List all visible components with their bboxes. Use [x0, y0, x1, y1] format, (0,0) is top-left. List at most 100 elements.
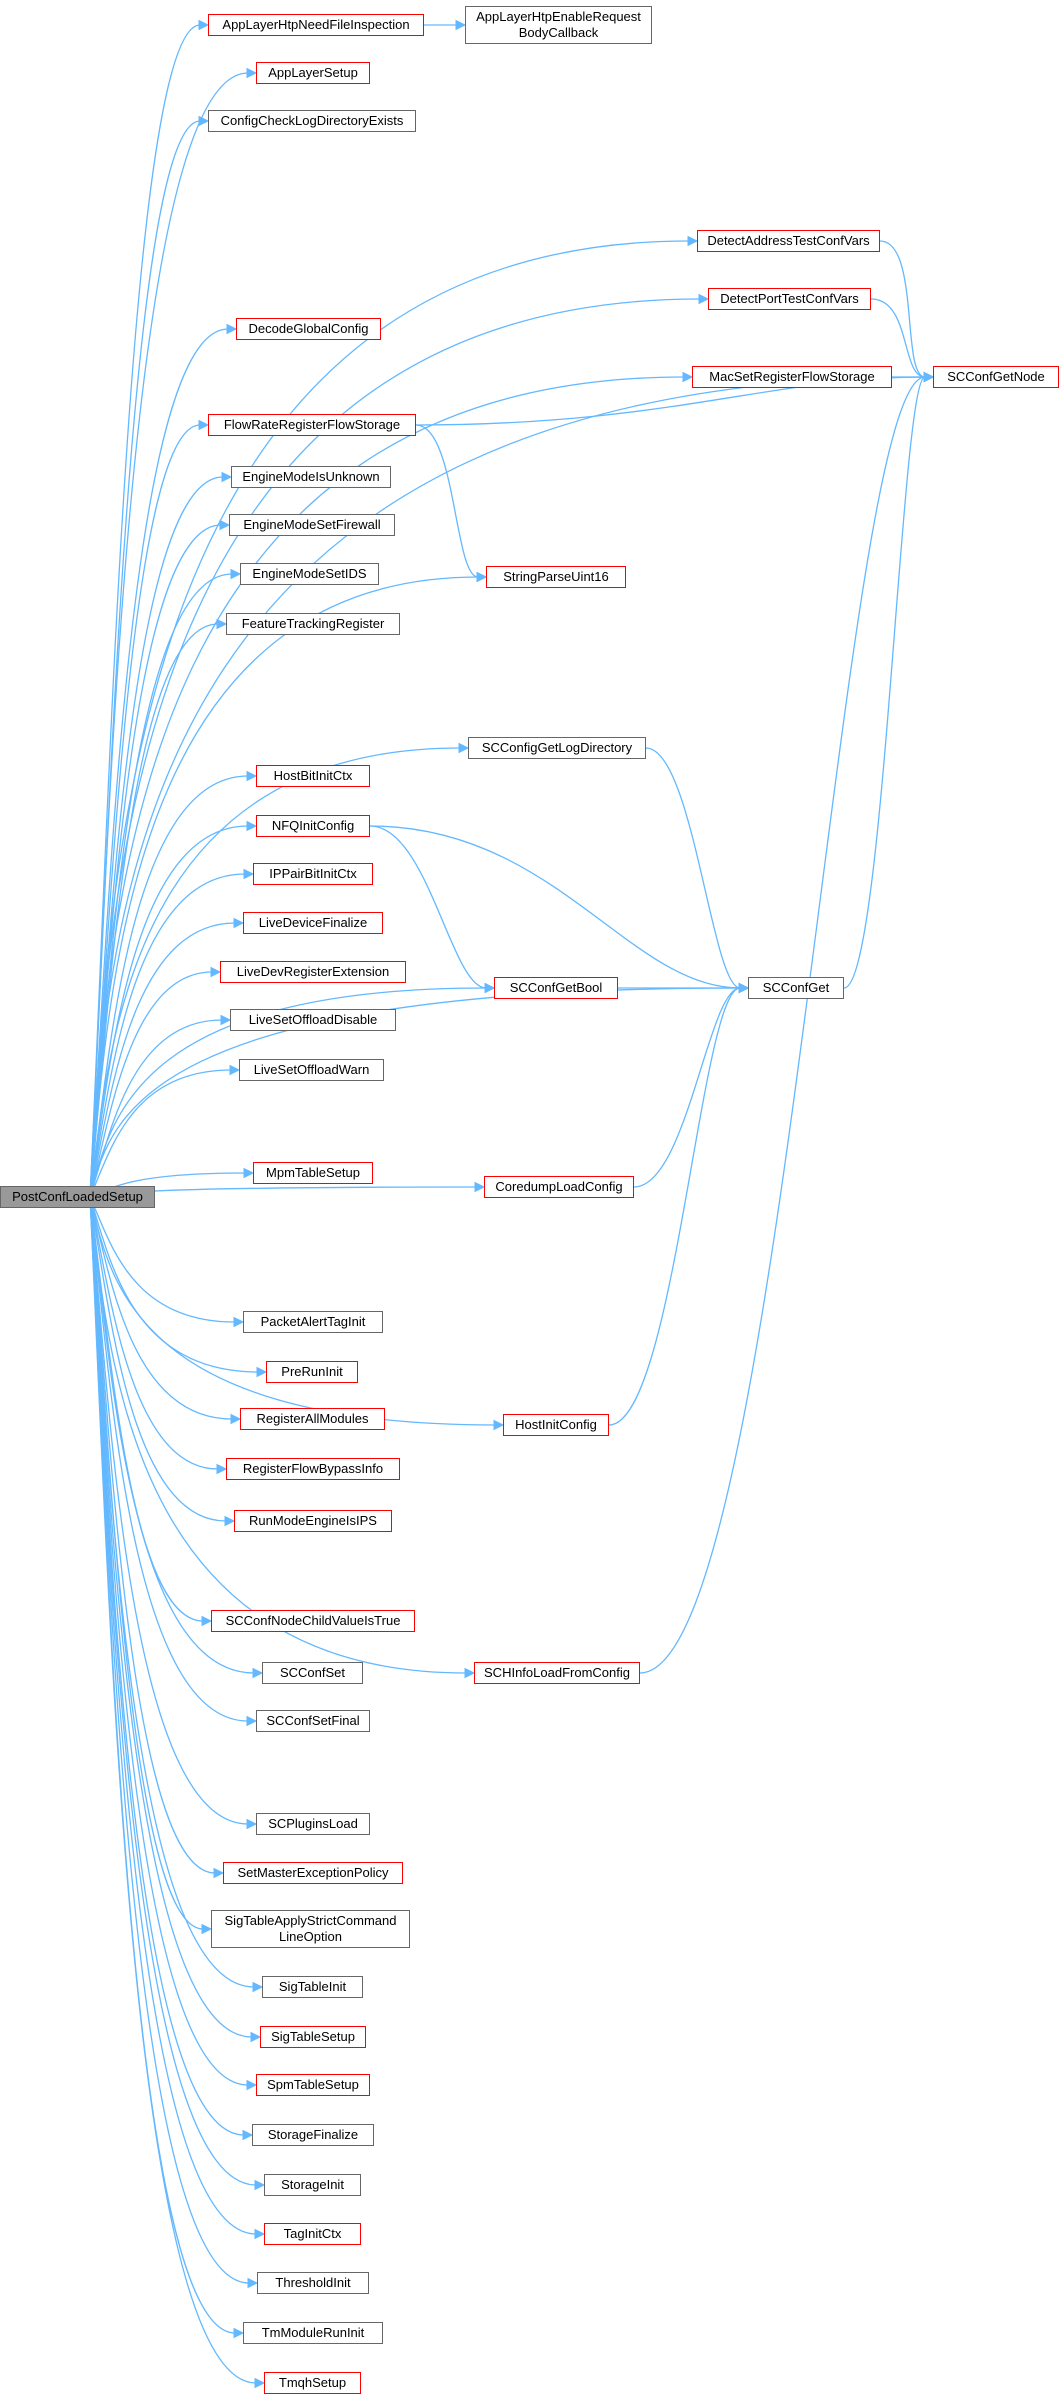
node-sc-conf-set-final[interactable]: SCConfSetFinal: [256, 1710, 370, 1732]
edge-arrowhead: [216, 618, 228, 630]
edge-nfq-init-config-to-sc-conf-get: [369, 825, 741, 989]
edge-post-conf-loaded-setup-to-sc-conf-get: [89, 987, 741, 1198]
edge-arrowhead: [698, 293, 710, 305]
edge-post-conf-loaded-setup-to-decode-global-config: [89, 328, 229, 1198]
edge-post-conf-loaded-setup-to-mac-set-register-flow-storage: [89, 376, 685, 1198]
edge-arrowhead: [233, 917, 245, 929]
node-tag-init-ctx[interactable]: TagInitCtx: [264, 2223, 361, 2245]
edge-post-conf-loaded-setup-to-live-dev-register-extension: [89, 971, 213, 1198]
node-coredump-load-config[interactable]: CoredumpLoadConfig: [484, 1176, 634, 1198]
edge-post-conf-loaded-setup-to-ip-pair-bit-init-ctx: [89, 873, 246, 1198]
node-app-layer-htp-need-file-inspection[interactable]: AppLayerHtpNeedFileInspection: [208, 14, 424, 36]
node-config-check-log-directory-exists[interactable]: ConfigCheckLogDirectoryExists: [208, 110, 416, 132]
edge-arrowhead: [256, 1366, 268, 1378]
edge-arrowhead: [201, 1615, 213, 1627]
edge-arrowhead: [221, 471, 233, 483]
edge-post-conf-loaded-setup-to-engine-mode-set-firewall: [89, 524, 222, 1198]
node-app-layer-setup[interactable]: AppLayerSetup: [256, 62, 370, 84]
node-sig-table-init[interactable]: SigTableInit: [262, 1976, 363, 1998]
node-sc-config-get-log-directory[interactable]: SCConfigGetLogDirectory: [468, 737, 646, 759]
edge-post-conf-loaded-setup-to-engine-mode-set-ids: [89, 573, 233, 1198]
node-host-init-config[interactable]: HostInitConfig: [503, 1414, 609, 1436]
node-post-conf-loaded-setup[interactable]: PostConfLoadedSetup: [0, 1186, 155, 1208]
edge-post-conf-loaded-setup-to-sch-info-load-from-config: [89, 1196, 467, 1674]
edge-arrowhead: [474, 1181, 486, 1193]
node-decode-global-config[interactable]: DecodeGlobalConfig: [236, 318, 381, 340]
edge-arrowhead: [242, 2129, 254, 2141]
edge-arrowhead: [464, 1667, 476, 1679]
node-sc-conf-node-child-value-is-true[interactable]: SCConfNodeChildValueIsTrue: [211, 1610, 415, 1632]
node-register-flow-bypass-info[interactable]: RegisterFlowBypassInfo: [226, 1458, 400, 1480]
node-threshold-init[interactable]: ThresholdInit: [257, 2272, 369, 2294]
edge-arrowhead: [247, 2277, 259, 2289]
node-flow-rate-register-flow-storage[interactable]: FlowRateRegisterFlowStorage: [208, 414, 416, 436]
edge-post-conf-loaded-setup-to-register-flow-bypass-info: [89, 1196, 219, 1470]
edge-post-conf-loaded-setup-to-sc-conf-get-node: [89, 376, 926, 1198]
edge-post-conf-loaded-setup-to-sc-plugins-load: [89, 1196, 249, 1825]
edge-arrowhead: [250, 2031, 262, 2043]
edge-arrowhead: [213, 1867, 225, 1879]
node-engine-mode-is-unknown[interactable]: EngineModeIsUnknown: [231, 466, 391, 488]
node-tmqh-setup[interactable]: TmqhSetup: [264, 2372, 361, 2394]
node-sig-table-setup[interactable]: SigTableSetup: [260, 2026, 366, 2048]
node-storage-finalize[interactable]: StorageFinalize: [252, 2124, 374, 2146]
edge-flow-rate-register-flow-storage-to-string-parse-uint16: [415, 424, 479, 578]
edge-post-conf-loaded-setup-to-string-parse-uint16: [89, 576, 479, 1198]
edge-arrowhead: [246, 820, 258, 832]
node-mac-set-register-flow-storage[interactable]: MacSetRegisterFlowStorage: [692, 366, 892, 388]
edge-arrowhead: [254, 2228, 266, 2240]
node-string-parse-uint16[interactable]: StringParseUint16: [486, 566, 626, 588]
node-run-mode-engine-is-ips[interactable]: RunModeEngineIsIPS: [234, 1510, 392, 1532]
node-feature-tracking-register[interactable]: FeatureTrackingRegister: [226, 613, 400, 635]
edge-sc-conf-get-to-sc-conf-get-node: [843, 376, 926, 989]
node-live-set-offload-disable[interactable]: LiveSetOffloadDisable: [230, 1009, 396, 1031]
node-storage-init[interactable]: StorageInit: [264, 2174, 361, 2196]
edge-arrowhead: [254, 2179, 266, 2191]
node-live-device-finalize[interactable]: LiveDeviceFinalize: [243, 912, 383, 934]
edge-post-conf-loaded-setup-to-live-set-offload-warn: [89, 1069, 232, 1198]
edge-post-conf-loaded-setup-to-register-all-modules: [89, 1196, 233, 1420]
node-live-set-offload-warn[interactable]: LiveSetOffloadWarn: [239, 1059, 384, 1081]
node-detect-port-test-conf-vars[interactable]: DetectPortTestConfVars: [708, 288, 871, 310]
node-sc-conf-get-node[interactable]: SCConfGetNode: [933, 366, 1059, 388]
node-sch-info-load-from-config[interactable]: SCHInfoLoadFromConfig: [474, 1662, 640, 1684]
node-ip-pair-bit-init-ctx[interactable]: IPPairBitInitCtx: [253, 863, 373, 885]
node-register-all-modules[interactable]: RegisterAllModules: [240, 1408, 385, 1430]
node-app-layer-htp-enable-request-body-callback[interactable]: AppLayerHtpEnableRequest BodyCallback: [465, 6, 652, 44]
edge-arrowhead: [210, 966, 222, 978]
edge-detect-port-test-conf-vars-to-sc-conf-get-node: [870, 298, 926, 378]
node-tm-module-run-init[interactable]: TmModuleRunInit: [243, 2322, 383, 2344]
node-packet-alert-tag-init[interactable]: PacketAlertTagInit: [243, 1311, 383, 1333]
node-set-master-exception-policy[interactable]: SetMasterExceptionPolicy: [223, 1862, 403, 1884]
edge-arrowhead: [198, 419, 210, 431]
edge-arrowhead: [198, 115, 210, 127]
node-host-bit-init-ctx[interactable]: HostBitInitCtx: [256, 765, 370, 787]
node-sc-conf-get-bool[interactable]: SCConfGetBool: [494, 977, 618, 999]
edge-arrowhead: [252, 1667, 264, 1679]
node-sc-plugins-load[interactable]: SCPluginsLoad: [256, 1813, 370, 1835]
edge-sc-config-get-log-directory-to-sc-conf-get: [645, 747, 741, 989]
node-mpm-table-setup[interactable]: MpmTableSetup: [253, 1162, 373, 1184]
edge-arrowhead: [230, 568, 242, 580]
node-sc-conf-get[interactable]: SCConfGet: [748, 977, 844, 999]
node-live-dev-register-extension[interactable]: LiveDevRegisterExtension: [220, 961, 406, 983]
node-pre-run-init[interactable]: PreRunInit: [266, 1361, 358, 1383]
node-spm-table-setup[interactable]: SpmTableSetup: [256, 2074, 370, 2096]
edge-arrowhead: [216, 1463, 228, 1475]
node-sig-table-apply-strict-command-line-option[interactable]: SigTableApplyStrictCommand LineOption: [211, 1910, 410, 1948]
edge-post-conf-loaded-setup-to-set-master-exception-policy: [89, 1196, 216, 1874]
edge-post-conf-loaded-setup-to-tmqh-setup: [89, 1196, 257, 2384]
node-detect-address-test-conf-vars[interactable]: DetectAddressTestConfVars: [697, 230, 880, 252]
edge-host-init-config-to-sc-conf-get: [608, 987, 741, 1426]
edge-arrowhead: [219, 519, 231, 531]
edge-detect-address-test-conf-vars-to-sc-conf-get-node: [879, 240, 926, 378]
node-engine-mode-set-ids[interactable]: EngineModeSetIDS: [240, 563, 379, 585]
node-sc-conf-set[interactable]: SCConfSet: [262, 1662, 363, 1684]
node-engine-mode-set-firewall[interactable]: EngineModeSetFirewall: [229, 514, 395, 536]
edge-post-conf-loaded-setup-to-nfq-init-config: [89, 825, 249, 1198]
edge-arrowhead: [220, 1014, 232, 1026]
edge-post-conf-loaded-setup-to-flow-rate-register-flow-storage: [89, 424, 201, 1198]
edge-arrowhead: [233, 2327, 245, 2339]
node-nfq-init-config[interactable]: NFQInitConfig: [256, 815, 370, 837]
